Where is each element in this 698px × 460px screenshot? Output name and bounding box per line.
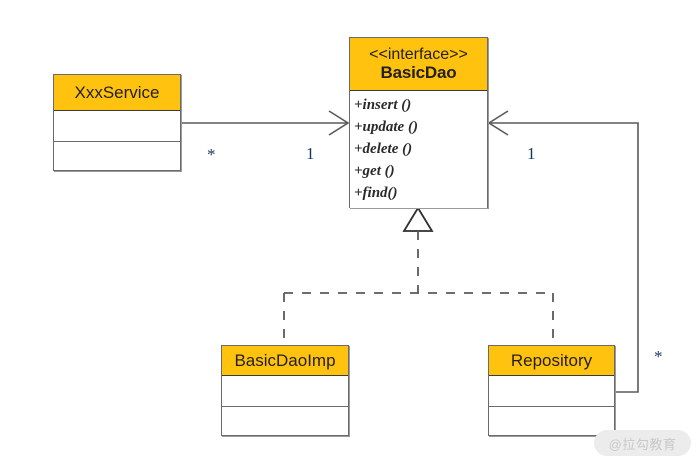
attributes-compartment-basic-dao-imp [222, 376, 348, 406]
multiplicity-dao-one-right: 1 [527, 144, 536, 163]
operations-compartment-repository [489, 406, 614, 435]
class-name-basic-dao: BasicDao [380, 63, 457, 83]
watermark-badge: @拉勾教育 [594, 430, 691, 456]
multiplicity-service-many: * [207, 145, 216, 164]
class-name-xxx-service: XxxService [74, 82, 160, 102]
operation-insert: +insert () [354, 97, 412, 113]
operations-compartment-basic-dao: +insert () +update () +delete () +get ()… [350, 91, 487, 208]
operations-compartment-xxx-service [54, 141, 180, 170]
class-header-repository: Repository [489, 346, 614, 376]
class-box-repository[interactable]: Repository [488, 345, 615, 436]
stereotype-label-basic-dao: <<interface>> [369, 45, 468, 63]
realization-to-basicdao [283, 206, 554, 345]
multiplicity-repository-many: * [654, 347, 663, 366]
class-name-repository: Repository [510, 350, 593, 370]
operation-delete: +delete () [354, 141, 413, 157]
operation-find: +find() [354, 185, 398, 201]
class-header-basic-dao-imp: BasicDaoImp [222, 346, 348, 376]
watermark-text: @拉勾教育 [608, 436, 677, 452]
operation-update: +update () [354, 119, 418, 135]
attributes-compartment-xxx-service [54, 111, 180, 141]
class-header-xxx-service: XxxService [54, 75, 180, 111]
class-box-basic-dao[interactable]: <<interface>> BasicDao +insert () +updat… [349, 37, 488, 208]
class-box-xxx-service[interactable]: XxxService [53, 74, 181, 171]
class-header-basic-dao: <<interface>> BasicDao [350, 38, 487, 91]
association-service-to-dao [181, 110, 350, 136]
operation-get: +get () [354, 163, 395, 179]
multiplicity-dao-one-left: 1 [306, 144, 315, 163]
class-name-basic-dao-imp: BasicDaoImp [234, 350, 336, 370]
class-box-basic-dao-imp[interactable]: BasicDaoImp [221, 345, 349, 436]
attributes-compartment-repository [489, 376, 614, 406]
operations-compartment-basic-dao-imp [222, 406, 348, 435]
